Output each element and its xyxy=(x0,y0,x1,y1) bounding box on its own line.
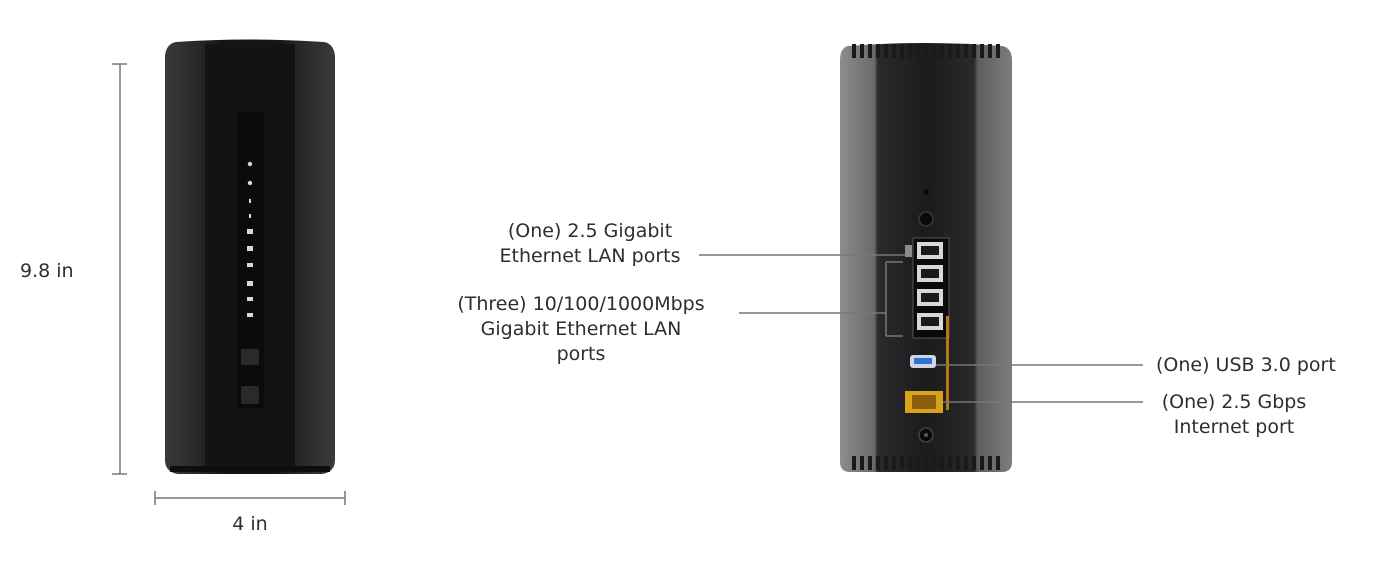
bottom-vents xyxy=(852,456,1000,470)
reset-pinhole xyxy=(923,189,929,195)
height-dimension-line xyxy=(112,63,127,475)
width-dimension-line xyxy=(154,491,346,505)
status-led-icons xyxy=(247,161,253,317)
width-label: 4 in xyxy=(232,513,268,535)
wps-button xyxy=(241,349,259,365)
callout-internet: (One) 2.5 Gbps Internet port xyxy=(1161,391,1307,438)
top-vents xyxy=(852,44,1000,58)
router-back-view xyxy=(840,43,1012,472)
leader-line-lan-gigabit xyxy=(739,261,903,337)
height-label: 9.8 in xyxy=(20,260,74,282)
callout-lan-gigabit: (Three) 10/100/1000Mbps Gigabit Ethernet… xyxy=(457,293,705,365)
callout-lan-2-5g: (One) 2.5 Gigabit Ethernet LAN ports xyxy=(499,220,681,267)
lan-ports xyxy=(912,237,950,339)
router-front-view xyxy=(165,39,335,474)
power-button xyxy=(918,211,934,227)
callout-usb: (One) USB 3.0 port xyxy=(1156,354,1336,376)
wifi-button xyxy=(241,386,259,404)
